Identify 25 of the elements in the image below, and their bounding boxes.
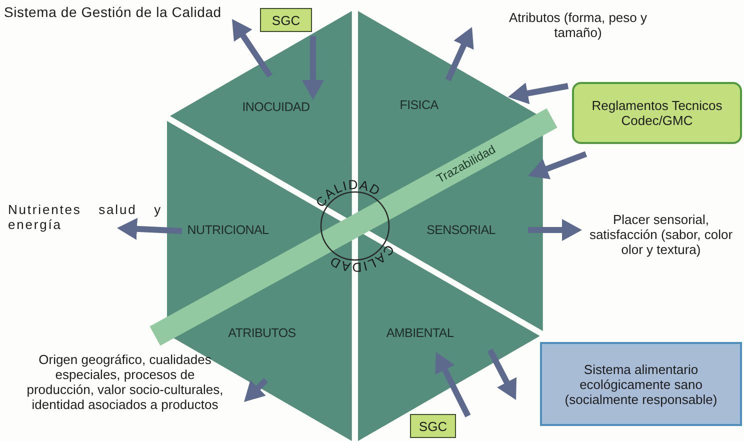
segment-label: SENSORIAL [426,223,496,237]
arrow [435,352,471,418]
arrow [487,348,517,400]
segment-label: NUTRICIONAL [187,223,269,237]
arrow [508,82,569,104]
segment-label: FISICA [400,98,438,112]
tag-box: SGC [410,414,456,438]
note-text: Origen geográfico, cualidades especiales, procesos de producción, valor socio-culturales, identidad asociados a productos [20,352,230,412]
arrow [244,378,268,402]
note-text: Sistema de Gestión de la Calidad [4,5,236,20]
segment-label: INOCUIDAD [242,100,310,114]
segment-label: ATRIBUTOS [228,326,296,340]
note-text: Placer sensorial, satisfacción (sabor, color olor y textura) [578,212,744,257]
tag-box: SGC [260,8,312,32]
arrow [528,219,582,241]
arrow [232,19,272,78]
arrow [117,218,182,240]
arrow [445,27,474,82]
arrow [302,36,324,100]
rounded-box: Reglamentos Tecnicos Codec/GMC [572,82,742,144]
note-text: Atributos (forma, peso y tamaño) [488,10,668,40]
segment-label: AMBIENTAL [386,326,454,340]
arrow [528,151,588,180]
info-box: Sistema alimentario ecológicamente sano (socialmente responsable) [540,342,742,426]
note-text: Nutrientes salud y energía [8,202,162,232]
